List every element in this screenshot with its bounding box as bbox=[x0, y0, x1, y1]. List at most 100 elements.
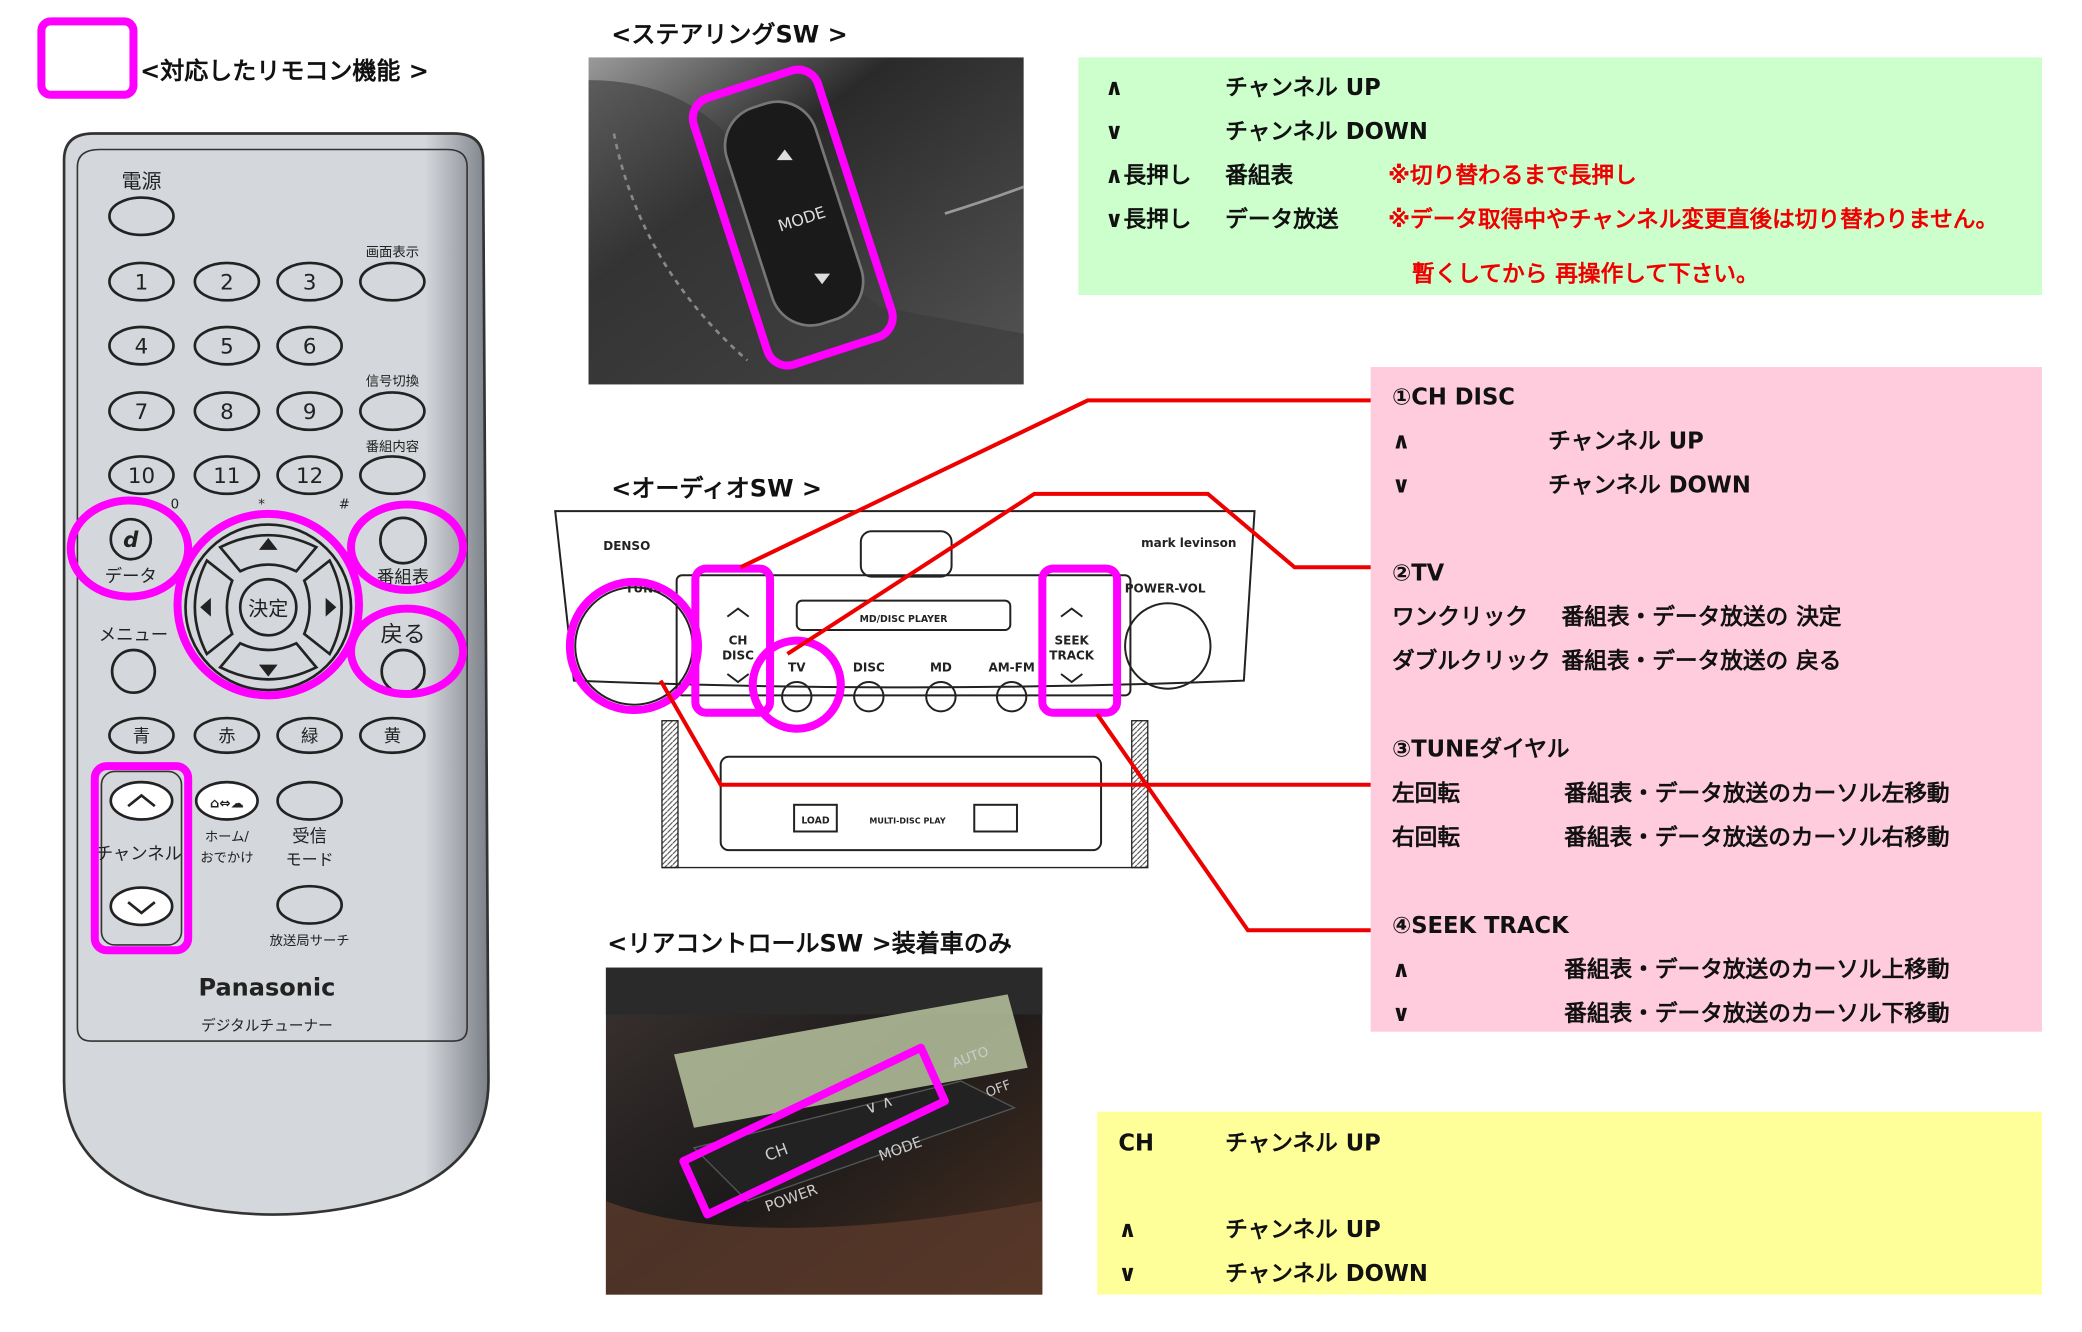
dpad-left-button[interactable] bbox=[193, 558, 234, 657]
green-key: ∨ bbox=[1105, 119, 1123, 145]
station-search-button[interactable] bbox=[276, 884, 343, 925]
home-car-icon: ⌂⇔☁ bbox=[210, 796, 244, 811]
steering-title: <ステアリングSW > bbox=[611, 21, 848, 49]
number-button[interactable] bbox=[108, 261, 175, 302]
channel-up-button[interactable] bbox=[109, 780, 174, 821]
data-button[interactable] bbox=[109, 517, 153, 561]
audio-brand-left: DENSO bbox=[603, 539, 650, 553]
color-button[interactable] bbox=[359, 716, 426, 755]
leader-seek-track bbox=[1095, 712, 1371, 933]
leader-tune bbox=[658, 679, 1371, 787]
number-label: 5 bbox=[220, 335, 234, 360]
pink-key: ∨ bbox=[1392, 1001, 1410, 1027]
md-button[interactable] bbox=[925, 681, 957, 713]
disc-label: DISC bbox=[853, 660, 885, 674]
amfm-button[interactable] bbox=[995, 681, 1028, 713]
number-button[interactable] bbox=[276, 391, 343, 432]
dpad-right-button[interactable] bbox=[302, 558, 343, 657]
number-label: 4 bbox=[135, 335, 149, 360]
channel-rocker bbox=[100, 770, 183, 946]
remote-model-label: デジタルチューナー bbox=[201, 1016, 333, 1034]
remote-label-search: 放送局サーチ bbox=[270, 933, 350, 949]
tv-button[interactable] bbox=[781, 681, 813, 713]
remote-label-program-info: 番組内容 bbox=[366, 438, 419, 455]
color-label: 青 bbox=[133, 727, 150, 747]
pink-key: ∨ bbox=[1392, 473, 1410, 499]
color-button[interactable] bbox=[276, 716, 343, 755]
dpad-down-button[interactable] bbox=[218, 641, 319, 681]
number-button[interactable] bbox=[276, 455, 343, 496]
audio-function-box: ①CH DISC∧チャンネル UP∨チャンネル DOWN②TVワンクリック番組表… bbox=[1370, 367, 2042, 1032]
chevron-down-icon bbox=[127, 901, 156, 915]
mark-hash: # bbox=[339, 498, 350, 513]
pink-key: 左回転 bbox=[1392, 781, 1460, 807]
number-button[interactable] bbox=[193, 261, 261, 302]
display-button[interactable] bbox=[359, 261, 426, 302]
chevron-up-icon bbox=[127, 793, 156, 808]
dpad-up-button[interactable] bbox=[218, 533, 319, 573]
ch-disc-arrows-icon bbox=[726, 607, 750, 684]
pink-action: 番組表・データ放送の 決定 bbox=[1561, 604, 1842, 631]
leader-ch-disc bbox=[739, 398, 1371, 570]
menu-button[interactable] bbox=[110, 648, 157, 695]
power-vol-label: POWER-VOL bbox=[1125, 582, 1206, 596]
back-button[interactable] bbox=[380, 648, 426, 695]
pink-action: 番組表・データ放送のカーソル上移動 bbox=[1563, 956, 1949, 983]
color-button[interactable] bbox=[108, 716, 175, 755]
epg-button[interactable] bbox=[379, 516, 428, 565]
highlight-epg bbox=[346, 500, 468, 594]
number-button[interactable] bbox=[276, 325, 343, 366]
remote-label-display: 画面表示 bbox=[366, 244, 419, 260]
steering-photo: MODE bbox=[588, 57, 1025, 385]
multi-disc-label: MULTI-DISC PLAY bbox=[869, 816, 945, 825]
yellow-action: チャンネル UP bbox=[1225, 1130, 1381, 1156]
remote-label-menu: メニュー bbox=[99, 626, 168, 646]
number-button[interactable] bbox=[108, 391, 175, 432]
number-button[interactable] bbox=[108, 325, 175, 366]
power-vol-knob[interactable] bbox=[1124, 602, 1212, 690]
audio-title: <オーディオSW > bbox=[611, 475, 822, 503]
number-label: 7 bbox=[135, 400, 149, 425]
channel-down-button[interactable] bbox=[109, 886, 174, 927]
number-button[interactable] bbox=[276, 261, 343, 302]
color-button[interactable] bbox=[193, 716, 261, 755]
remote-label-receive: 受信 bbox=[292, 827, 327, 847]
yellow-action: チャンネル DOWN bbox=[1225, 1261, 1428, 1287]
pink-section-title: ④SEEK TRACK bbox=[1392, 913, 1570, 939]
number-button[interactable] bbox=[193, 325, 261, 366]
green-note: ※データ取得中やチャンネル変更直後は切り替わりません。 bbox=[1388, 206, 1998, 233]
signal-switch-button[interactable] bbox=[359, 391, 426, 432]
pink-key: ∧ bbox=[1392, 428, 1410, 454]
pink-action: 番組表・データ放送のカーソル下移動 bbox=[1563, 1000, 1949, 1027]
audio-brand-right: mark levinson bbox=[1141, 536, 1236, 550]
enter-button[interactable] bbox=[238, 577, 298, 637]
pink-action: チャンネル UP bbox=[1548, 428, 1704, 454]
disc-button[interactable] bbox=[853, 681, 885, 713]
green-key: ∨長押し bbox=[1105, 207, 1191, 233]
program-info-button[interactable] bbox=[359, 455, 426, 496]
number-button[interactable] bbox=[108, 455, 175, 496]
pink-action: チャンネル DOWN bbox=[1548, 473, 1751, 499]
number-label: 10 bbox=[128, 464, 155, 489]
track-label: TRACK bbox=[1049, 648, 1095, 662]
receive-mode-button[interactable] bbox=[276, 780, 343, 821]
number-label: 3 bbox=[303, 271, 317, 296]
pink-key: ワンクリック bbox=[1392, 605, 1528, 631]
pink-key: ∧ bbox=[1392, 957, 1410, 983]
green-key: ∧長押し bbox=[1105, 163, 1191, 189]
number-button[interactable] bbox=[193, 455, 261, 496]
remote-label-enter: 決定 bbox=[248, 596, 288, 620]
highlight-steering-switch bbox=[688, 65, 897, 370]
power-button[interactable] bbox=[108, 196, 175, 237]
green-note-continued: 暫くしてから 再操作して下さい。 bbox=[1412, 262, 1759, 288]
home-outing-button[interactable] bbox=[194, 780, 259, 821]
ch-disc-label: CH bbox=[729, 634, 748, 648]
highlight-back bbox=[346, 604, 468, 699]
highlight-dpad bbox=[173, 509, 364, 700]
number-label: 11 bbox=[213, 464, 240, 489]
highlight-ch-disc bbox=[691, 564, 775, 717]
pink-section-title: ③TUNEダイヤル bbox=[1392, 736, 1570, 763]
number-button[interactable] bbox=[193, 391, 261, 432]
